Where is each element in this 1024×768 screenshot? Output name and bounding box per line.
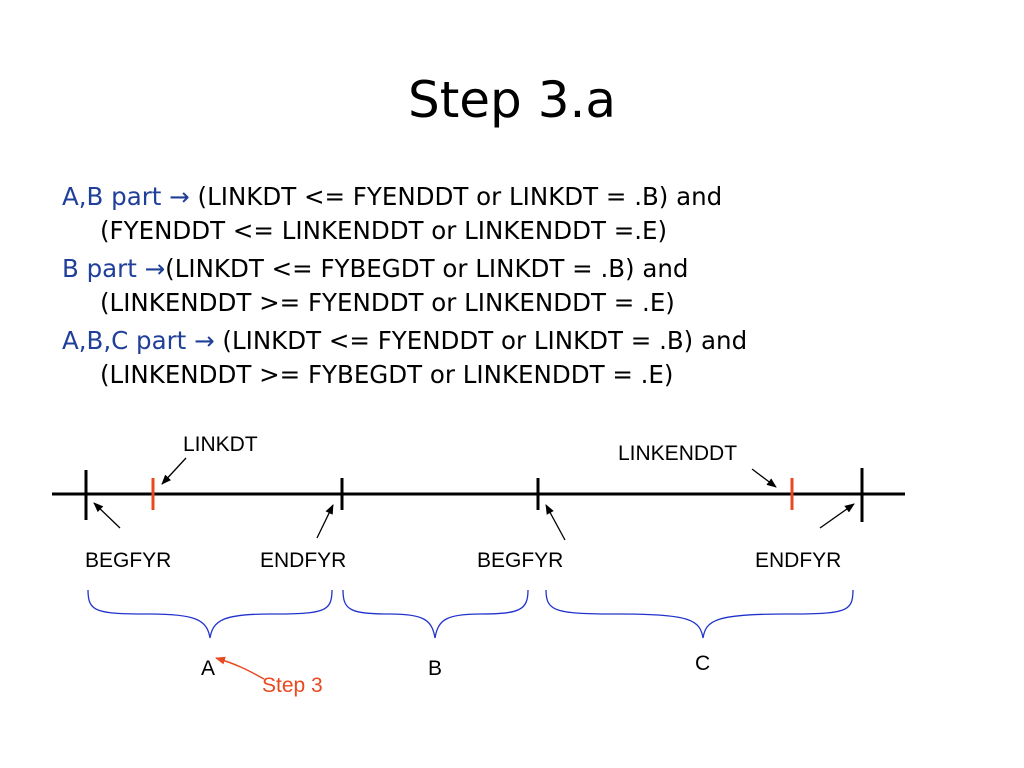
rule-line-1: A,B part → (LINKDT <= FYENDDT or LINKDT … (62, 180, 962, 214)
begfyr-arrow (93, 502, 121, 529)
slide-title: Step 3.a (407, 71, 617, 129)
segment-a-brace (87, 589, 333, 639)
rule-condition-1: (LINKDT <= FYENDDT or LINKDT = .B) and (189, 182, 723, 211)
segment-b-label: B (428, 657, 442, 680)
rule-condition-1: (LINKDT <= FYENDDT or LINKDT = .B) and (214, 326, 748, 355)
rule-line-1: B part →(LINKDT <= FYBEGDT or LINKDT = .… (62, 252, 962, 286)
rule-condition-1: (LINKDT <= FYBEGDT or LINKDT = .B) and (165, 254, 689, 283)
linkdt-label: LINKDT (183, 433, 258, 456)
endfyr-label: ENDFYR (260, 549, 346, 572)
endfyr-arrow (819, 503, 855, 529)
segment-c-label: C (695, 652, 710, 675)
endfyr-arrow (316, 504, 334, 539)
segment-b-brace (342, 589, 529, 639)
rule-abc: A,B,C part → (LINKDT <= FYENDDT or LINKD… (62, 324, 962, 392)
rule-list: A,B part → (LINKDT <= FYENDDT or LINKDT … (62, 180, 962, 396)
begfyr-label: BEGFYR (85, 549, 171, 572)
linkenddt-arrow (751, 468, 777, 488)
segment-a-label: A (201, 657, 215, 680)
endfyr-label: ENDFYR (755, 549, 841, 572)
linkdt-arrow (161, 457, 187, 485)
rule-line-1: A,B,C part → (LINKDT <= FYENDDT or LINKD… (62, 324, 962, 358)
linkenddt-label: LINKENDDT (618, 442, 737, 465)
rule-condition-2: (LINKENDDT >= FYENDDT or LINKENDDT = .E) (100, 288, 675, 317)
rule-ab: A,B part → (LINKDT <= FYENDDT or LINKDT … (62, 180, 962, 248)
rule-condition-2: (LINKENDDT >= FYBEGDT or LINKENDDT = .E) (100, 360, 674, 389)
rule-lead: A,B part → (62, 182, 190, 211)
rule-lead: A,B,C part → (62, 326, 215, 355)
rule-b: B part →(LINKDT <= FYBEGDT or LINKDT = .… (62, 252, 962, 320)
step-arrow (215, 656, 265, 680)
begfyr-label: BEGFYR (477, 549, 563, 572)
begfyr-arrow (545, 504, 566, 541)
segment-c-brace (545, 589, 854, 639)
step-label: Step 3 (262, 674, 323, 697)
rule-condition-2: (FYENDDT <= LINKENDDT or LINKENDDT =.E) (100, 216, 668, 245)
rule-lead: B part → (62, 254, 166, 283)
